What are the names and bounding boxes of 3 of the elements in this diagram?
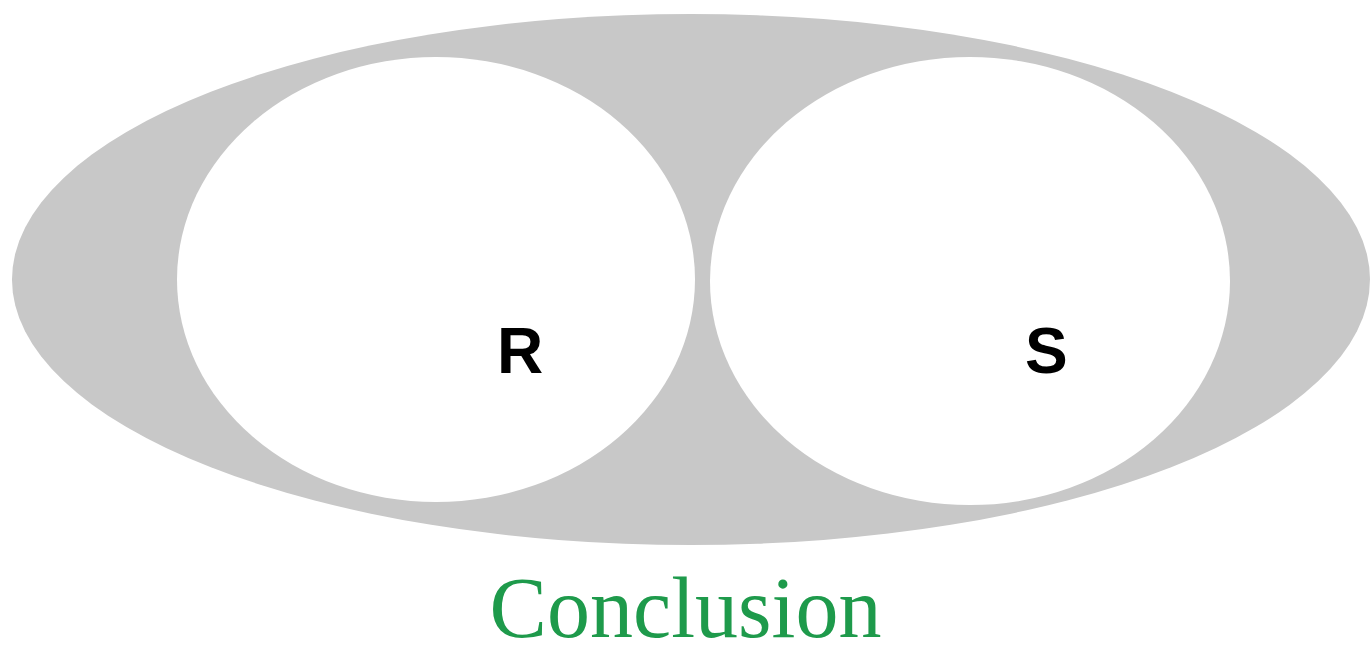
caption: Conclusion	[488, 565, 883, 651]
set-label: R	[497, 319, 544, 383]
set-label: S	[1025, 319, 1068, 383]
